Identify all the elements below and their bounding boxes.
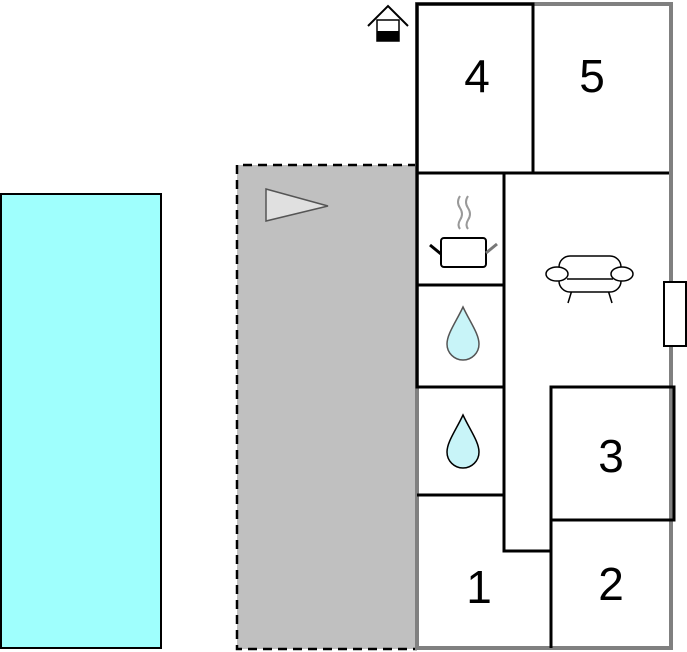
pool [0,193,162,649]
bathroom-drop-icon [446,305,480,361]
bathroom-drop-icon [446,413,480,469]
kitchen-pot-icon [429,195,498,268]
hallway-wall [502,173,551,553]
terrace-dashed-border [235,163,417,651]
room-3-walls [549,385,676,522]
terrace [237,165,417,649]
sofa-icon [545,255,634,304]
room-1-label: 1 [466,561,492,613]
room-4-label: 4 [464,50,490,102]
terrace-direction-icon [265,188,329,222]
entrance-icon [367,4,409,42]
room-5-label: 5 [579,50,605,102]
room-2-label: 2 [598,558,624,610]
window [663,281,687,347]
room-3-label: 3 [598,430,624,482]
